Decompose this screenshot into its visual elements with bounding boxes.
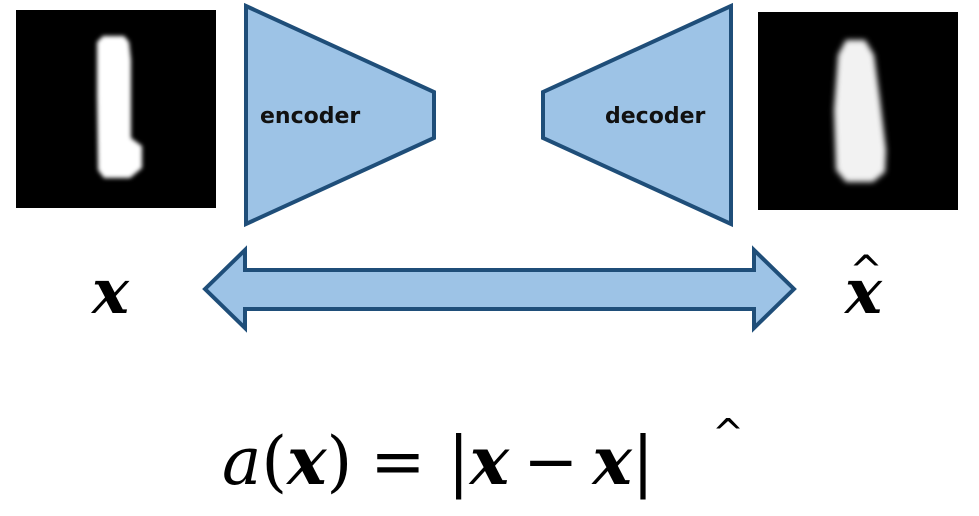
formula-close-paren: ) — [326, 423, 352, 500]
formula-equals: = — [370, 423, 425, 500]
formula-fn-a: a — [222, 423, 261, 500]
formula-lhs-x: x — [285, 422, 327, 500]
formula-hat: ^ — [712, 411, 744, 455]
formula-bar-left: | — [448, 423, 470, 500]
formula-rhs-x: x — [468, 422, 510, 500]
output-digit-one — [834, 40, 886, 182]
decoder-shape — [541, 2, 733, 228]
comparison-double-arrow — [202, 245, 797, 333]
decoder-label: decoder — [605, 104, 705, 129]
encoder-shape — [244, 2, 436, 228]
anomaly-score-formula: a(x)=|x−x| ^ — [222, 411, 744, 500]
formula-rhs-x-hat: x — [590, 422, 632, 500]
reconstruction-x-label: x — [843, 255, 883, 328]
encoder-label: encoder — [260, 104, 360, 129]
formula-bar-right: | — [632, 423, 654, 500]
svg-text:a(x)=|x−x|: a(x)=|x−x| — [222, 422, 654, 500]
formula-open-paren: ( — [261, 423, 287, 500]
input-image — [16, 10, 216, 208]
input-x-label: x — [90, 255, 130, 328]
reconstruction-hat: ^ — [849, 248, 883, 294]
output-image — [758, 12, 958, 210]
formula-minus: − — [523, 423, 578, 500]
input-digit-one — [97, 36, 142, 178]
